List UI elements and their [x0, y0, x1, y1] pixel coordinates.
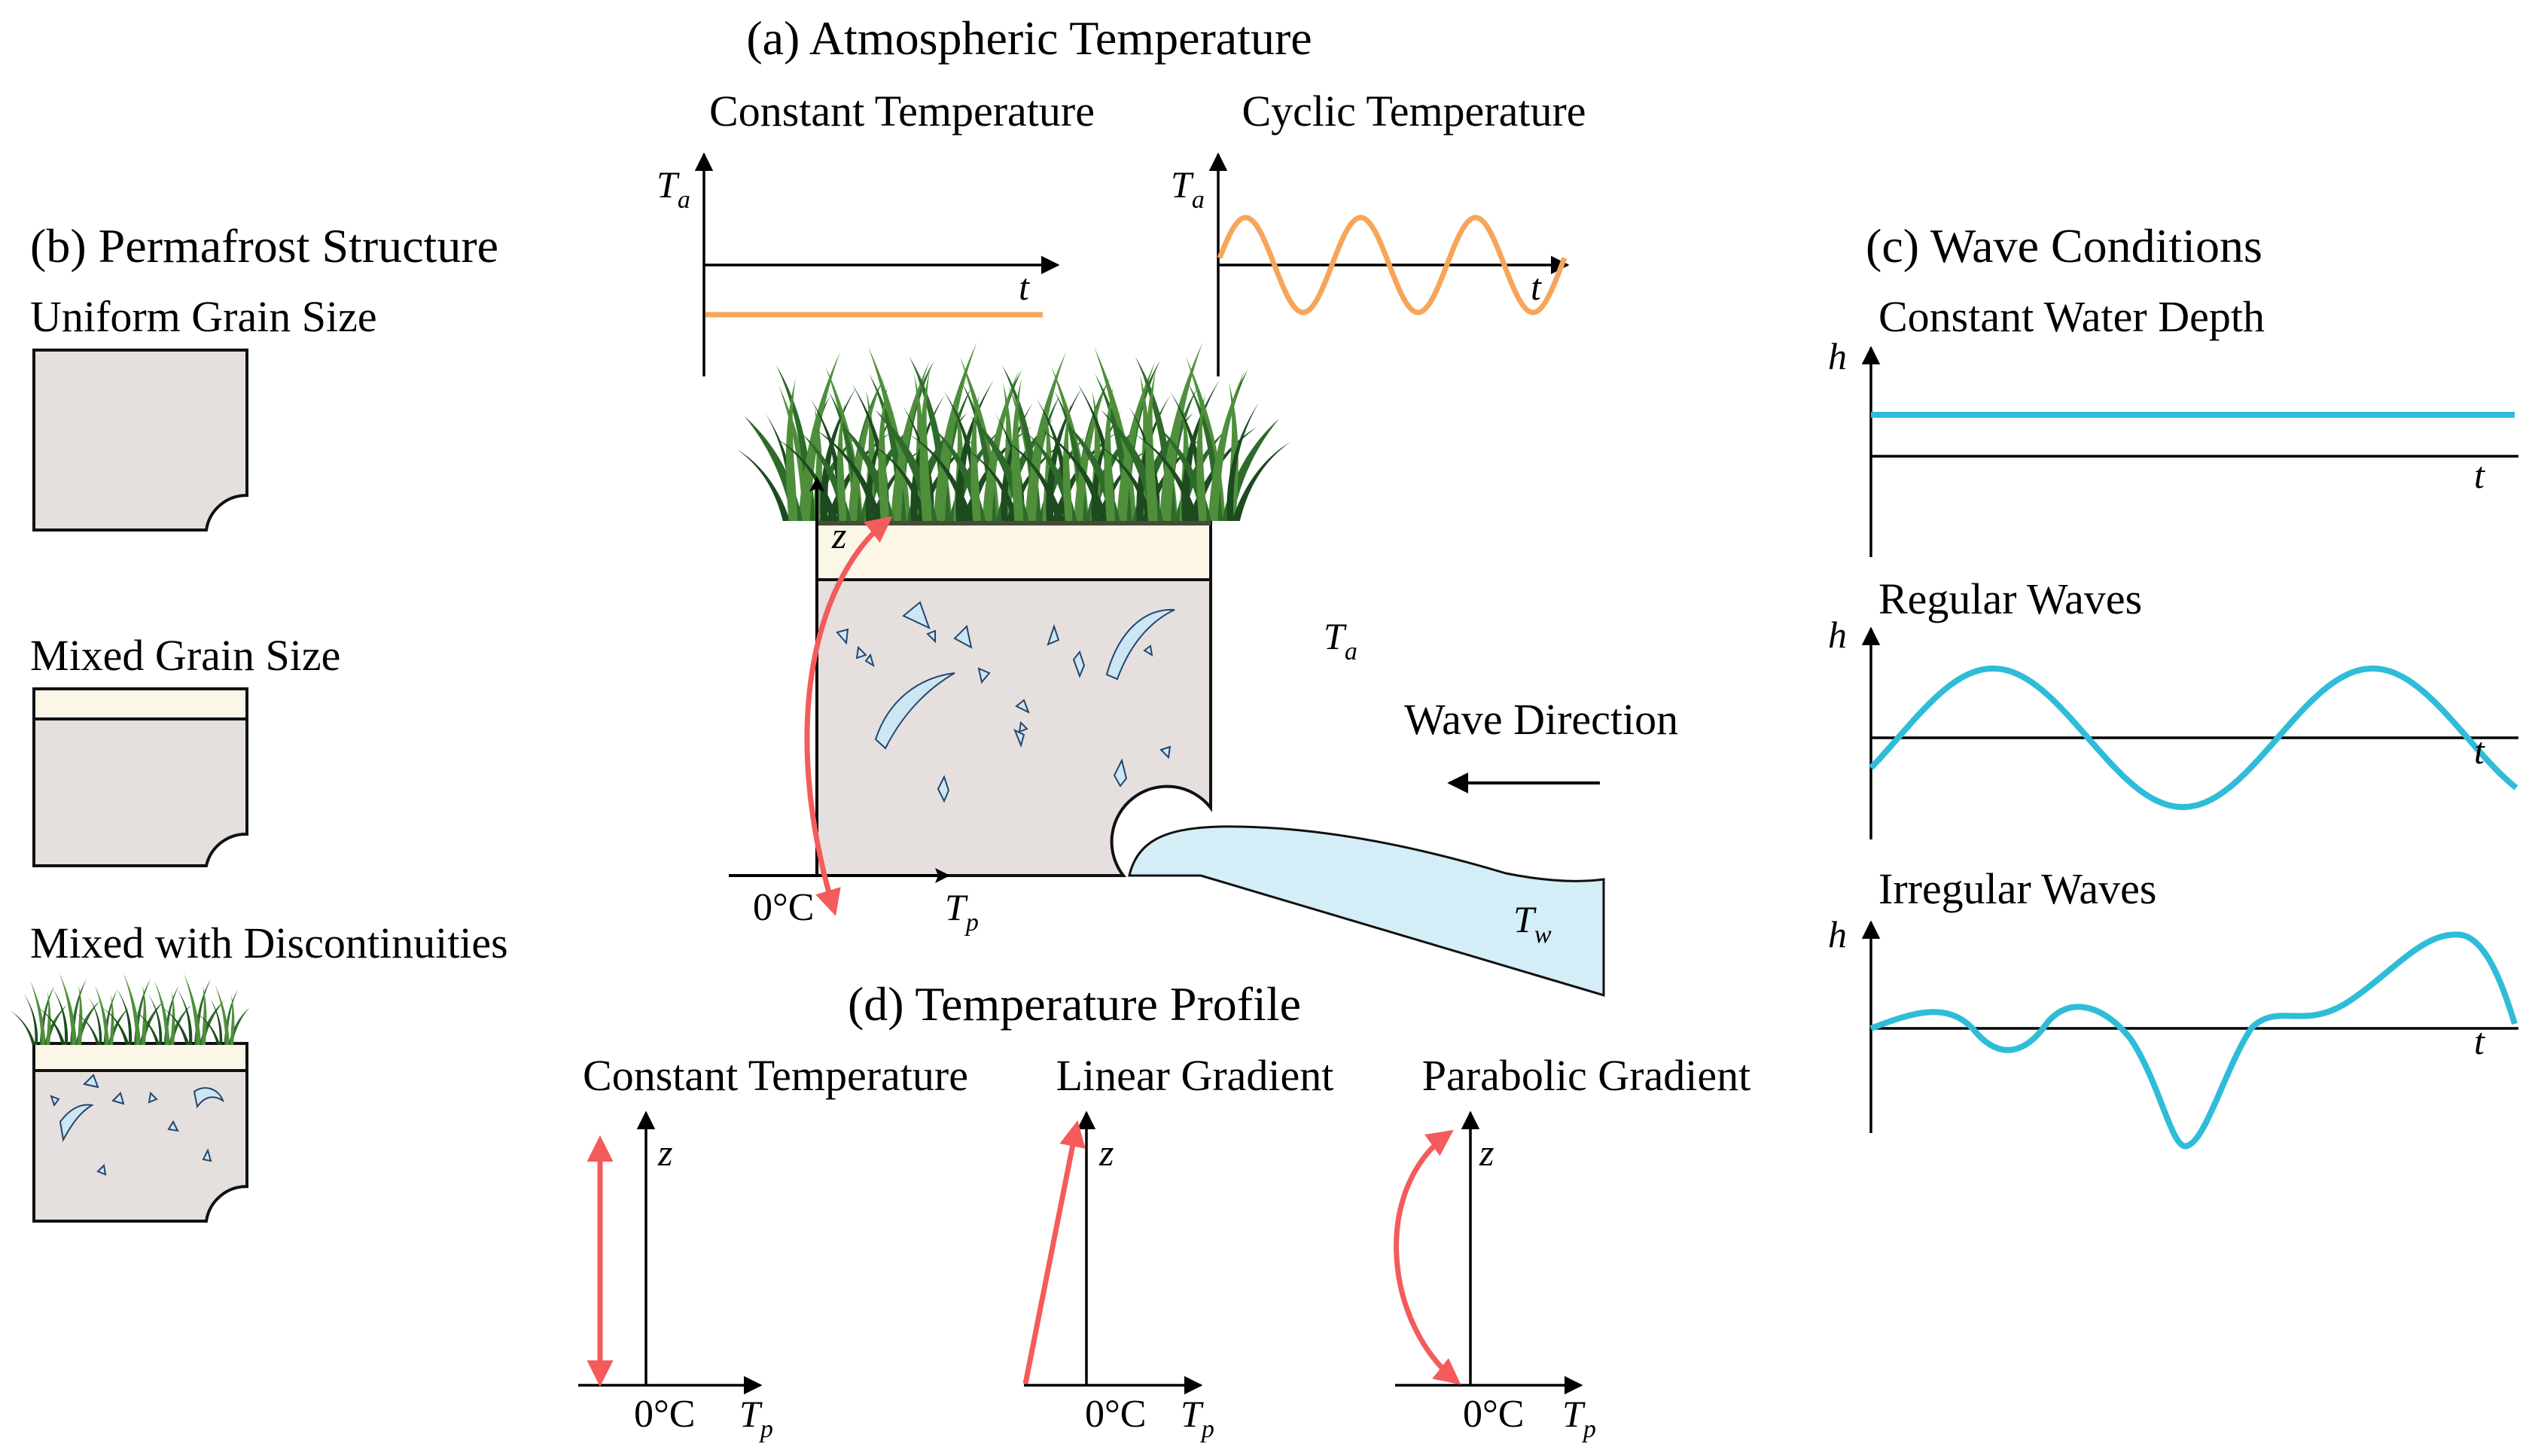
- regular-waves-plot: h t: [1828, 614, 2518, 839]
- panel-c-title: (c) Wave Conditions: [1866, 219, 2262, 273]
- cyclic-temperature-plot: Ta t: [1171, 152, 1570, 376]
- tp-label: Tp: [945, 886, 979, 937]
- z-label: z: [657, 1132, 672, 1174]
- irregular-waves-plot: h t: [1828, 913, 2518, 1150]
- uniform-grain-block: [32, 349, 248, 532]
- uniform-grain-label: Uniform Grain Size: [30, 292, 377, 341]
- profile-linear-plot: z 0°C Tp: [1022, 1110, 1214, 1443]
- permafrost-block: [815, 578, 1212, 877]
- zero-celsius-label: 0°C: [1085, 1393, 1146, 1436]
- z-label: z: [831, 514, 846, 556]
- y-axis-label: h: [1828, 614, 1847, 656]
- zero-celsius-label: 0°C: [634, 1393, 695, 1436]
- constant-temperature-plot: Ta t: [657, 152, 1060, 376]
- profile-parabolic-label: Parabolic Gradient: [1422, 1051, 1750, 1100]
- tp-label: Tp: [1562, 1393, 1596, 1443]
- profile-constant-label: Constant Temperature: [583, 1051, 968, 1100]
- y-axis-label: h: [1828, 335, 1847, 377]
- permafrost-layer: [32, 1042, 248, 1223]
- ta-label: Ta: [1324, 615, 1357, 666]
- tp-label: Tp: [739, 1393, 773, 1443]
- zero-celsius-label: 0°C: [753, 886, 814, 929]
- z-label: z: [1479, 1132, 1494, 1174]
- active-layer: [32, 687, 248, 720]
- parabolic-profile-arrow: [1394, 1129, 1461, 1385]
- cyclic-temperature-curve: [1217, 215, 1568, 315]
- tp-label: Tp: [1181, 1393, 1214, 1443]
- constant-depth-plot: h t: [1828, 335, 2518, 557]
- ice-lenses-small: [50, 1074, 225, 1176]
- y-axis-label: h: [1828, 913, 1847, 955]
- grass-cover: [737, 342, 1290, 521]
- regular-wave-curve: [1869, 666, 2518, 811]
- linear-profile-arrow: [1022, 1120, 1086, 1384]
- zero-celsius-label: 0°C: [1463, 1393, 1524, 1436]
- tw-label: Tw: [1513, 898, 1552, 949]
- panel-b-title: (b) Permafrost Structure: [30, 219, 498, 273]
- permafrost-layer: [32, 687, 248, 867]
- irregular-wave-curve: [1869, 931, 2518, 1150]
- panel-a-constant-label: Constant Temperature: [709, 87, 1095, 136]
- mixed-grain-label: Mixed Grain Size: [30, 631, 340, 680]
- constant-depth-label: Constant Water Depth: [1878, 292, 2265, 341]
- profile-parabolic-plot: z 0°C Tp: [1394, 1110, 1596, 1443]
- mixed-grain-block: [32, 687, 248, 867]
- panel-a-cyclic-label: Cyclic Temperature: [1242, 87, 1586, 136]
- x-axis-label: t: [2474, 454, 2485, 496]
- y-axis-label: Ta: [657, 163, 690, 214]
- profile-constant-plot: z 0°C Tp: [578, 1110, 773, 1443]
- y-axis-label: Ta: [1171, 163, 1205, 214]
- profile-linear-label: Linear Gradient: [1056, 1051, 1334, 1100]
- small-grass-icon: [10, 973, 250, 1045]
- irregular-waves-label: Irregular Waves: [1878, 864, 2156, 913]
- x-axis-label: t: [2474, 730, 2485, 772]
- active-layer: [32, 1042, 248, 1072]
- x-axis-label: t: [2474, 1020, 2485, 1062]
- water-body: [1128, 825, 1605, 998]
- z-label: z: [1098, 1132, 1114, 1174]
- regular-waves-label: Regular Waves: [1878, 574, 2142, 623]
- panel-d-title: (d) Temperature Profile: [848, 977, 1301, 1031]
- discontinuities-label: Mixed with Discontinuities: [30, 918, 508, 967]
- discontinuities-block: [10, 973, 250, 1223]
- center-permafrost-diagram: z 0°C Tp Ta Tw Wave Direction: [729, 342, 1678, 998]
- x-axis-label: t: [1531, 266, 1542, 308]
- wave-direction-label: Wave Direction: [1404, 695, 1678, 744]
- x-axis-label: t: [1019, 266, 1030, 308]
- temperature-profile-arrow: [804, 516, 893, 916]
- panel-a-title: (a) Atmospheric Temperature: [746, 11, 1312, 65]
